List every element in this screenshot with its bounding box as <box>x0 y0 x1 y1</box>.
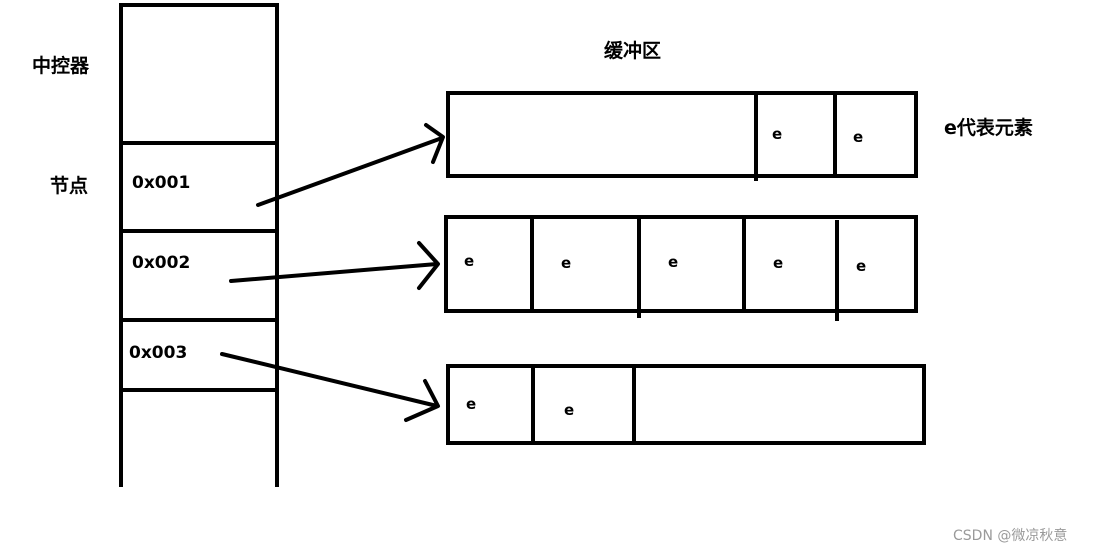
buffer-2-element-5: e <box>856 257 866 275</box>
buffer-2: e e e e e <box>444 215 918 321</box>
buffer-3: e e <box>446 364 926 445</box>
arrow-1-shaft <box>256 136 444 207</box>
controller-column-outline <box>119 3 279 487</box>
arrow-3-shaft <box>220 352 439 408</box>
buffer-3-element-1: e <box>466 395 476 413</box>
controller-column <box>119 3 279 487</box>
node-address-3: 0x003 <box>129 343 187 363</box>
buffer-3-outline <box>446 364 926 445</box>
arrow-1-head <box>424 123 445 164</box>
buffer-2-element-1: e <box>464 252 474 270</box>
arrow-2-shaft <box>229 262 439 283</box>
buffer-area-title: 缓冲区 <box>604 39 661 62</box>
buffer-1-element-1: e <box>772 125 782 143</box>
buffer-1-element-2: e <box>853 128 863 146</box>
arrow-node-1-to-buffer-1 <box>256 123 445 207</box>
arrow-node-3-to-buffer-3 <box>220 352 440 422</box>
buffer-2-outline <box>444 215 918 313</box>
buffer-1: e e <box>446 91 918 181</box>
watermark: CSDN @微凉秋意 <box>953 527 1067 544</box>
buffer-2-element-2: e <box>561 254 571 272</box>
arrow-3-head <box>404 379 440 422</box>
node-address-2: 0x002 <box>132 253 190 273</box>
buffer-2-element-3: e <box>668 253 678 271</box>
node-group-label: 节点 <box>50 175 88 197</box>
controller-label: 中控器 <box>32 54 90 77</box>
arrow-node-2-to-buffer-2 <box>229 241 440 290</box>
arrow-2-head <box>417 241 440 290</box>
buffer-1-outline <box>446 91 918 178</box>
node-address-1: 0x001 <box>132 173 190 193</box>
buffer-2-element-4: e <box>773 254 783 272</box>
buffer-3-element-2: e <box>564 401 574 419</box>
legend-text: e代表元素 <box>944 116 1033 139</box>
